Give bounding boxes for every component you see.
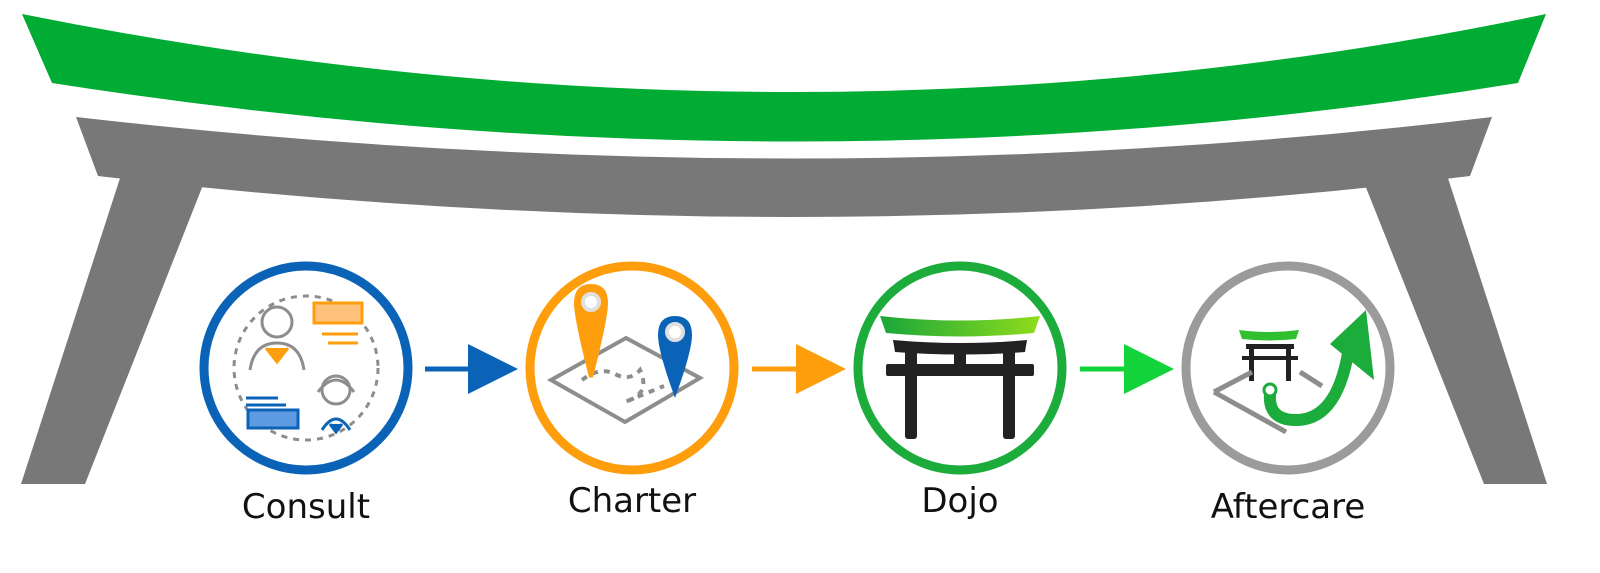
gate-top-beam [22, 14, 1546, 142]
aftercare-label: Aftercare [1210, 487, 1366, 527]
gate-right-pillar [1363, 172, 1547, 484]
torii-gate-icon [880, 316, 1040, 439]
consult-label: Consult [241, 487, 371, 527]
gate-left-pillar [21, 172, 205, 484]
upward-arrow-gate-icon [1212, 310, 1374, 435]
map-pins-icon [546, 283, 705, 425]
charter-circle [525, 261, 739, 475]
dojo-label: Dojo [921, 481, 999, 521]
consult-people-icon [232, 294, 380, 442]
gate-middle-beam [76, 117, 1492, 217]
charter-label: Charter [567, 481, 697, 521]
